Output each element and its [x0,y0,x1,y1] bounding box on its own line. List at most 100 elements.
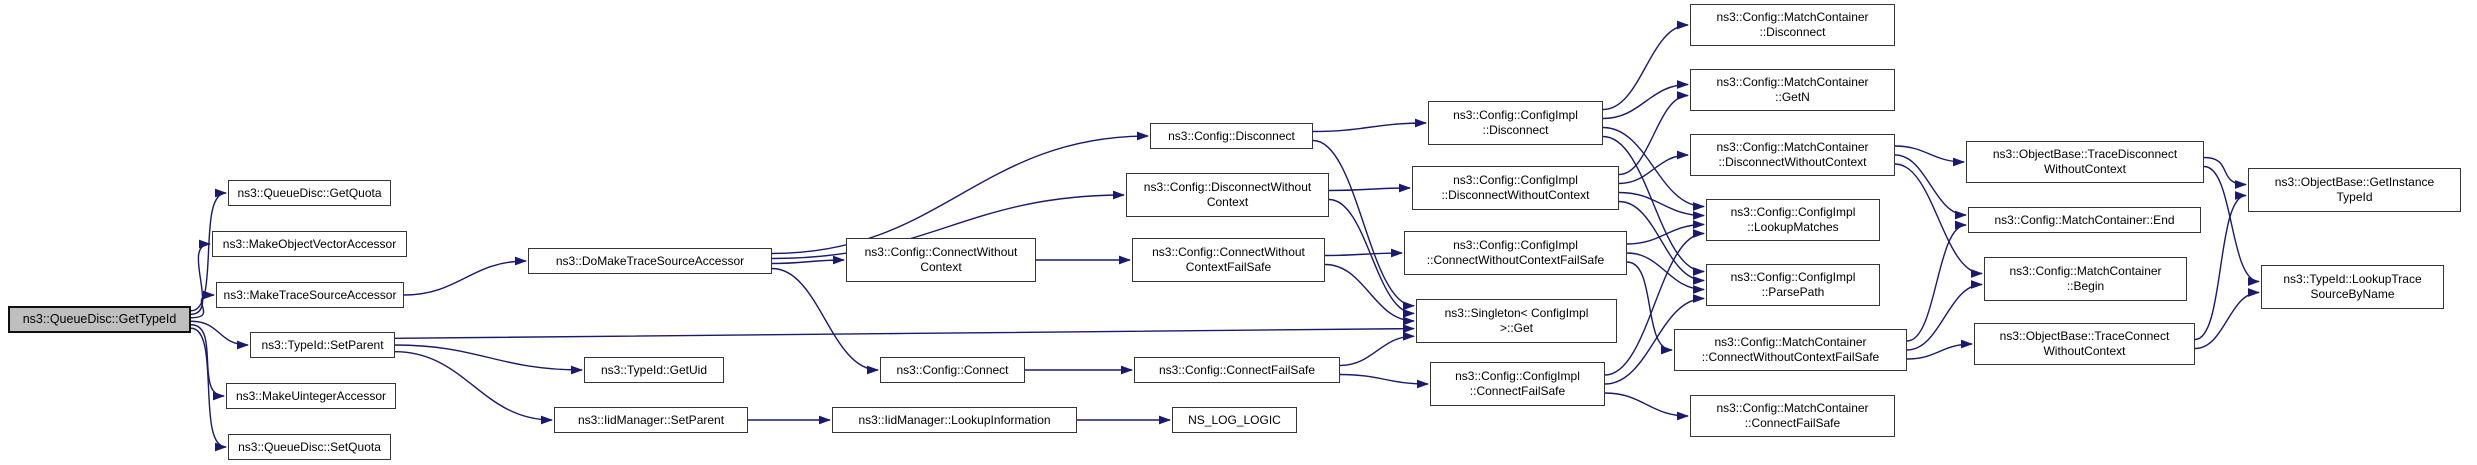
call-edge-n0-n2 [190,239,211,315]
node-matchcontainer-disconnect[interactable]: ns3::Config::MatchContainer::Disconnect [1690,4,1895,46]
call-edge-n21-n26 [1626,220,1705,245]
node-label: >::Get [1499,321,1534,335]
node-configimpl-connectfailsafe[interactable]: ns3::Config::ConfigImpl::ConnectFailSafe [1430,362,1605,406]
node-label: ns3::TypeId::GetUid [600,362,708,377]
node-configimpl-disconnect[interactable]: ns3::Config::ConfigImpl::Disconnect [1428,101,1603,145]
node-label: ns3::IidManager::LookupInformation [858,412,1051,427]
call-edge-n4-n9 [394,350,553,425]
node-singleton-configimpl-get[interactable]: ns3::Singleton< ConfigImpl>::Get [1416,299,1617,343]
node-label: ns3::Config::MatchContainer::End [1994,212,2175,227]
call-edge-n25-n31 [1894,154,1967,220]
node-queuedisc-gettypeid: ns3::QueueDisc::GetTypeId [8,306,191,333]
node-label: ns3::Config::MatchContainer [1716,401,1869,415]
node-matchcontainer-connectwithoutcontextfailsafe[interactable]: ns3::Config::MatchContainer::ConnectWith… [1674,329,1907,371]
call-edge-n33-n35 [2194,288,2260,350]
call-edge-n4-n16 [394,324,1415,340]
call-edge-n22-n29 [1604,392,1689,421]
node-label: ::Disconnect [1759,25,1826,39]
node-ns-log-logic[interactable]: NS_LOG_LOGIC [1172,407,1297,433]
node-configimpl-parsepath[interactable]: ns3::Config::ConfigImpl::ParsePath [1706,264,1880,306]
node-configimpl-lookupmatches[interactable]: ns3::Config::ConfigImpl::LookupMatches [1706,199,1880,241]
call-edge-n11-n20 [1328,183,1411,193]
call-edge-n7-n12 [771,255,845,265]
node-label: ns3::Config::MatchContainer [1714,335,1867,349]
node-iidmanager-lookupinformation[interactable]: ns3::IidManager::LookupInformation [832,407,1077,433]
node-iidmanager-setparent[interactable]: ns3::IidManager::SetParent [554,407,748,433]
call-edge-n20-n24 [1618,91,1689,176]
node-maketracesourceaccessor[interactable]: ns3::MakeTraceSourceAccessor [216,282,404,308]
call-edge-n7-n10 [771,131,1149,255]
node-label: ns3::ObjectBase::TraceDisconnect [1992,147,2178,161]
node-queuedisc-setquota[interactable]: ns3::QueueDisc::SetQuota [228,434,391,460]
node-typeid-getuid[interactable]: ns3::TypeId::GetUid [584,357,724,383]
node-label: ns3::ObjectBase::GetInstance [2274,175,2435,189]
call-edge-n21-n27 [1626,252,1705,294]
node-label: ns3::TypeId::SetParent [261,337,384,352]
node-label: ns3::MakeTraceSourceAccessor [223,287,397,302]
call-edge-n19-n24 [1602,80,1689,120]
node-matchcontainer-begin[interactable]: ns3::Config::MatchContainer::Begin [1984,257,2187,301]
call-edge-n0-n5 [190,324,225,401]
node-label: ns3::QueueDisc::GetQuota [237,185,382,200]
call-edge-n0-n3 [190,290,215,319]
node-label: ns3::Config::ConnectWithout [1152,245,1305,259]
node-label: ::LookupMatches [1747,220,1839,234]
node-label: ns3::Config::Disconnect [1168,128,1295,143]
call-edge-n0-n4 [190,320,249,350]
node-label: ns3::Config::MatchContainer [1716,75,1869,89]
node-label: ::ConnectFailSafe [1744,416,1841,430]
node-config-disconnect[interactable]: ns3::Config::Disconnect [1150,123,1313,149]
node-label: ::GetN [1775,90,1810,104]
call-edge-n28-n33 [1906,339,1973,360]
node-domaketracesourceaccessor[interactable]: ns3::DoMakeTraceSourceAccessor [528,248,772,274]
node-label: ns3::Config::MatchContainer [1716,140,1869,154]
node-label: ns3::MakeObjectVectorAccessor [222,236,397,251]
node-label: ::ConnectWithoutContextFailSafe [1426,253,1605,267]
node-matchcontainer-disconnectwithoutcontext[interactable]: ns3::Config::MatchContainer::DisconnectW… [1690,134,1895,176]
call-edge-n10-n19 [1312,118,1427,133]
node-label: ns3::ObjectBase::TraceConnect [1999,329,2170,343]
node-matchcontainer-end[interactable]: ns3::Config::MatchContainer::End [1968,207,2201,233]
node-queuedisc-getquota[interactable]: ns3::QueueDisc::GetQuota [228,180,391,206]
call-edge-n0-n6 [190,327,227,452]
call-edge-n13-n21 [1324,248,1403,258]
node-label: ns3::QueueDisc::SetQuota [238,439,381,454]
node-label: ns3::Config::ConfigImpl [1453,108,1578,122]
node-typeid-setparent[interactable]: ns3::TypeId::SetParent [250,332,395,358]
node-matchcontainer-getn[interactable]: ns3::Config::MatchContainer::GetN [1690,69,1895,111]
call-edge-n13-n16 [1324,263,1415,326]
node-label: WithoutContext [2043,344,2126,358]
node-label: SourceByName [2310,287,2395,301]
node-label: ns3::Singleton< ConfigImpl [1444,306,1589,320]
node-label: ::ParsePath [1761,285,1825,299]
call-edge-n11-n16 [1328,198,1415,318]
node-configimpl-connectwithoutcontextfailsafe[interactable]: ns3::Config::ConfigImpl::ConnectWithoutC… [1404,231,1627,275]
node-label: ns3::Config::ConnectWithout [864,245,1018,259]
node-makeuintegeraccessor[interactable]: ns3::MakeUintegerAccessor [226,383,396,409]
node-label: Context [920,260,962,274]
node-label: ::ConnectWithoutContextFailSafe [1701,350,1880,364]
node-label: ns3::DoMakeTraceSourceAccessor [555,253,745,268]
node-makeobjectvectoraccessor[interactable]: ns3::MakeObjectVectorAccessor [212,231,407,257]
node-label: ::DisconnectWithoutContext [1718,155,1867,169]
node-label: ns3::Config::Connect [896,362,1009,377]
call-edge-n15-n16 [1339,331,1415,367]
call-edge-n20-n25 [1618,150,1689,185]
node-label: ns3::MakeUintegerAccessor [235,388,387,403]
node-matchcontainer-connectfailsafe[interactable]: ns3::Config::MatchContainer::ConnectFail… [1690,395,1895,437]
call-edge-n21-n28 [1626,261,1673,355]
node-configimpl-disconnectwithoutcontext[interactable]: ns3::Config::ConfigImpl::DisconnectWitho… [1412,166,1619,210]
node-config-connect[interactable]: ns3::Config::Connect [880,357,1025,383]
call-edge-n19-n23 [1602,20,1689,111]
node-config-connectfailsafe[interactable]: ns3::Config::ConnectFailSafe [1134,357,1340,383]
node-label: ns3::Config::DisconnectWithout [1143,180,1312,194]
node-label: ::DisconnectWithoutContext [1441,188,1590,202]
